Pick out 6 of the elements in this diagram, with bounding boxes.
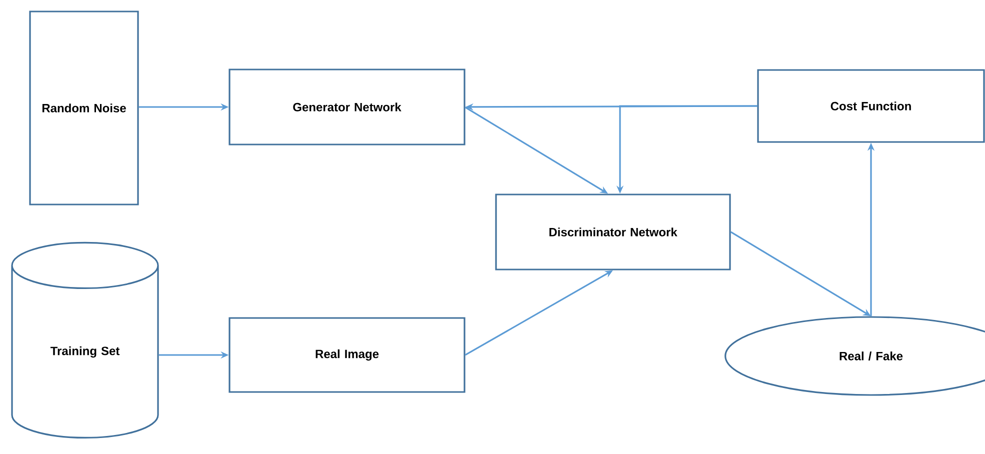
process-box: Random Noise [29,10,139,206]
process-box: Real Image [228,317,466,393]
database-cylinder: Training Set [11,242,159,439]
process-box: Cost Function [757,69,985,143]
process-box: Generator Network [228,68,466,146]
process-box: Discriminator Network [495,194,731,270]
